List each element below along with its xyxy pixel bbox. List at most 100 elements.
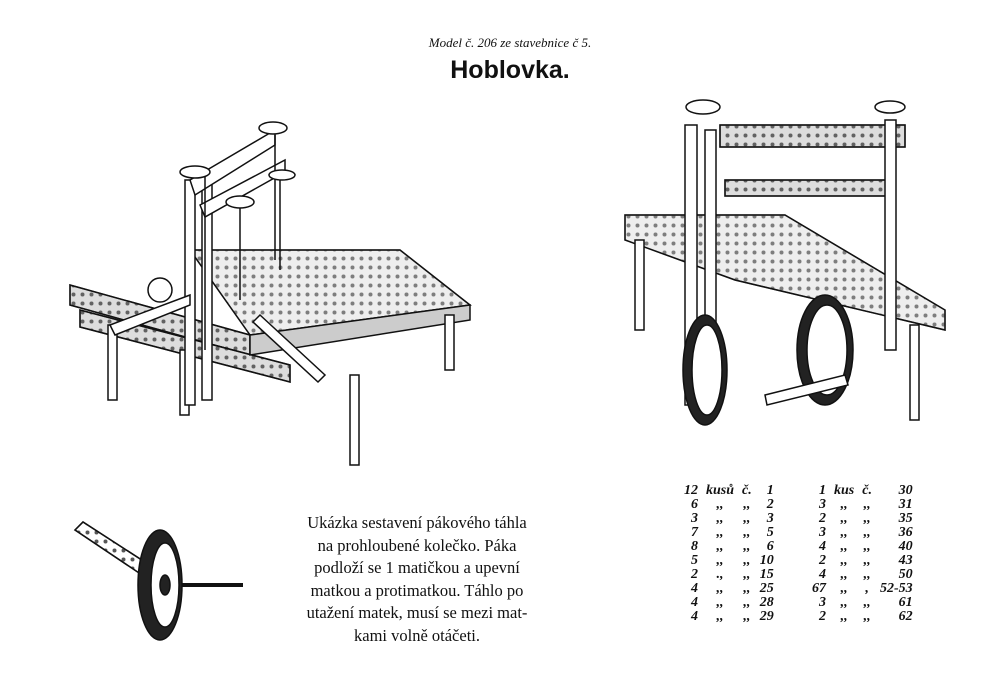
caption-line: na prohloubené kolečko. Páka bbox=[317, 535, 517, 555]
parts-row: 4,,,, 29 bbox=[680, 610, 778, 624]
assembly-caption: Ukázka sestavení pákového táhla na prohl… bbox=[282, 512, 552, 647]
parts-row: 3,,,, 61 bbox=[808, 596, 917, 610]
part-quantity: 6 bbox=[691, 497, 698, 512]
part-quantity: 3 bbox=[819, 497, 826, 512]
part-number-label: ,, bbox=[743, 511, 751, 526]
parts-row: 2,,,,35 bbox=[808, 512, 917, 526]
caption-line: matkou a protimatkou. Táhlo po bbox=[310, 580, 524, 600]
part-unit: ,, bbox=[716, 609, 724, 624]
parts-row: 3,,,, 31 bbox=[808, 498, 917, 512]
model-subtitle: Model č. 206 ze stavebnice č 5. bbox=[428, 35, 592, 50]
part-unit: ,, bbox=[840, 511, 848, 526]
part-number-label: ,, bbox=[743, 525, 751, 540]
part-number: 10 bbox=[759, 553, 774, 568]
parts-row: 67,,,52-53 bbox=[808, 582, 917, 596]
part-quantity: 1 bbox=[819, 483, 826, 498]
part-unit: ,, bbox=[840, 525, 848, 540]
parts-row: 2,,,, 62 bbox=[808, 610, 917, 624]
part-number: 2 bbox=[766, 497, 774, 512]
part-number-label: ,, bbox=[863, 497, 871, 512]
part-unit: ,, bbox=[716, 539, 724, 554]
caption-line: utažení matek, musí se mezi mat- bbox=[306, 603, 528, 622]
part-quantity: 4 bbox=[691, 581, 698, 596]
part-number: 31 bbox=[898, 497, 913, 512]
part-number-label: ,, bbox=[743, 581, 751, 596]
part-number: 40 bbox=[898, 539, 913, 554]
part-unit: ,, bbox=[840, 595, 848, 610]
part-number: 1 bbox=[766, 483, 774, 498]
parts-row: 3,,,, 36 bbox=[808, 526, 917, 540]
part-number: 5 bbox=[766, 525, 774, 540]
part-number: 3 bbox=[766, 511, 774, 526]
part-unit: ., bbox=[716, 567, 724, 582]
part-quantity: 12 bbox=[684, 483, 698, 498]
part-unit: kus bbox=[834, 483, 855, 498]
part-quantity: 3 bbox=[819, 595, 826, 610]
parts-row: 5,,,,10 bbox=[680, 554, 778, 568]
part-number-label: ,, bbox=[863, 525, 871, 540]
part-quantity: 4 bbox=[691, 609, 698, 624]
parts-row: 4,,,,50 bbox=[808, 568, 917, 582]
part-number-label: , bbox=[865, 581, 869, 596]
part-quantity: 2 bbox=[819, 553, 826, 568]
part-quantity: 8 bbox=[691, 539, 698, 554]
part-unit: ,, bbox=[840, 539, 848, 554]
part-number-label: ,, bbox=[743, 553, 751, 568]
part-quantity: 3 bbox=[691, 511, 698, 526]
part-unit: ,, bbox=[840, 609, 848, 624]
lever-detail-illustration bbox=[73, 521, 243, 641]
part-unit: ,, bbox=[840, 497, 848, 512]
part-number-label: ,, bbox=[743, 567, 751, 582]
parts-row: 2,,,,43 bbox=[808, 554, 917, 568]
parts-row: 4,,,, 28 bbox=[680, 596, 778, 610]
parts-row: 8,,,,6 bbox=[680, 540, 778, 554]
part-number-label: ,, bbox=[863, 539, 871, 554]
part-number: 25 bbox=[759, 581, 774, 596]
part-number: 62 bbox=[898, 609, 913, 624]
part-number-label: ,, bbox=[863, 567, 871, 582]
part-unit: ,, bbox=[716, 497, 724, 512]
part-quantity: 4 bbox=[819, 539, 826, 554]
parts-row: 7,,,,5 bbox=[680, 526, 778, 540]
part-number: 30 bbox=[898, 483, 913, 498]
part-unit: ,, bbox=[716, 553, 724, 568]
parts-row: 4,,,, 40 bbox=[808, 540, 917, 554]
part-unit: ,, bbox=[840, 581, 848, 596]
part-quantity: 2 bbox=[819, 511, 826, 526]
part-unit: ,, bbox=[840, 553, 848, 568]
part-number: 36 bbox=[898, 525, 913, 540]
part-number-label: ,, bbox=[743, 595, 751, 610]
part-number: 15 bbox=[759, 567, 774, 582]
part-number: 52-53 bbox=[879, 581, 913, 596]
part-quantity: 4 bbox=[691, 595, 698, 610]
part-number-label: č. bbox=[742, 483, 752, 498]
part-unit: ,, bbox=[716, 581, 724, 596]
part-number: 43 bbox=[898, 553, 913, 568]
part-unit: ,, bbox=[716, 511, 724, 526]
part-number-label: ,, bbox=[863, 609, 871, 624]
part-number-label: ,, bbox=[743, 609, 751, 624]
part-quantity: 2 bbox=[819, 609, 826, 624]
caption-line: podloží se 1 matičkou a upevní bbox=[314, 558, 520, 577]
parts-row: 4,,,, 25 bbox=[680, 582, 778, 596]
part-quantity: 3 bbox=[819, 525, 826, 540]
caption-line: kami volně otáčeti. bbox=[354, 625, 480, 645]
part-number-label: ,, bbox=[863, 595, 871, 610]
part-number: 28 bbox=[759, 595, 774, 610]
part-quantity: 4 bbox=[819, 567, 826, 582]
part-number: 29 bbox=[759, 609, 774, 624]
part-number: 61 bbox=[898, 595, 913, 610]
part-quantity: 7 bbox=[691, 525, 698, 540]
parts-row: 3,,,, 3 bbox=[680, 512, 778, 526]
part-unit: kusů bbox=[706, 483, 735, 498]
part-unit: ,, bbox=[716, 595, 724, 610]
part-number: 35 bbox=[898, 511, 913, 526]
planer-model-illustration-right bbox=[624, 99, 946, 426]
part-number: 50 bbox=[898, 567, 913, 582]
parts-row: 2.,,,15 bbox=[680, 568, 778, 582]
part-number: 6 bbox=[766, 539, 774, 554]
caption-line: Ukázka sestavení pákového táhla bbox=[307, 513, 527, 532]
